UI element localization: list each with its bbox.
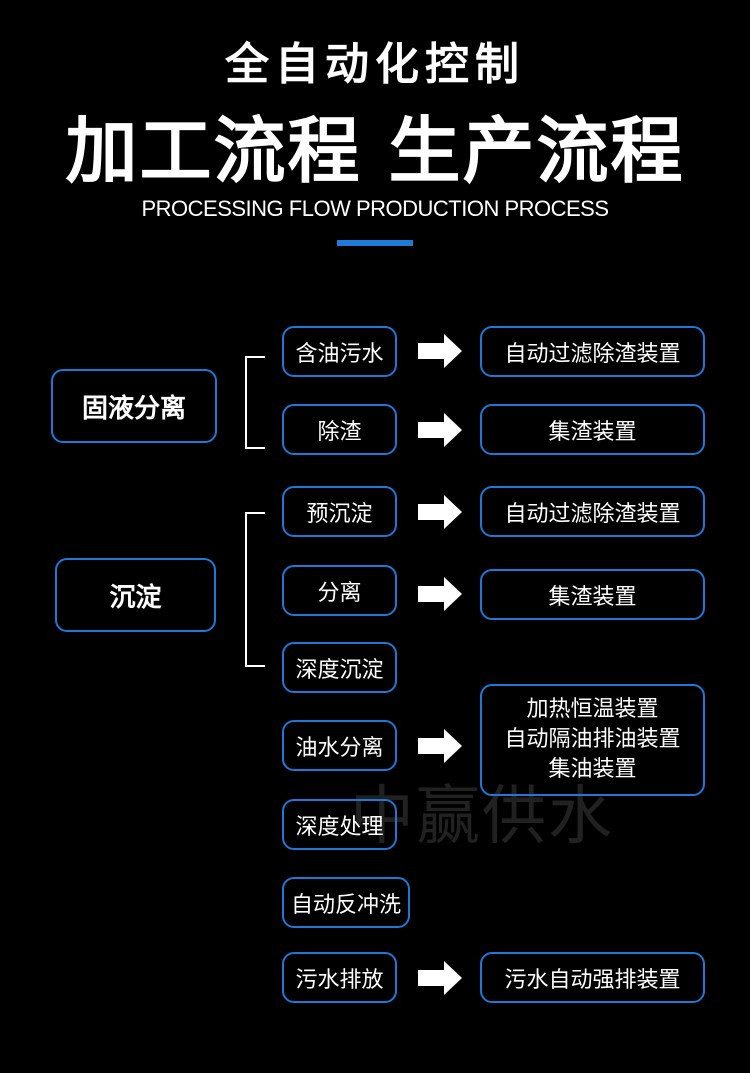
bracket-separation — [245, 356, 265, 449]
right-arrow-icon — [418, 334, 462, 368]
step-sewage-discharge: 污水排放 — [282, 952, 397, 1003]
device-oil-group: 加热恒温装置 自动隔油排油装置 集油装置 — [480, 684, 705, 796]
device-oil-collector: 集油装置 — [548, 757, 637, 782]
step-slag-removal: 除渣 — [282, 404, 397, 455]
right-arrow-icon — [418, 729, 462, 763]
step-deep-sedimentation: 深度沉淀 — [282, 642, 397, 693]
right-arrow-icon — [418, 413, 462, 447]
device-heating-thermostat: 加热恒温装置 — [526, 697, 659, 722]
accent-bar — [337, 240, 413, 246]
category-sedimentation: 沉淀 — [55, 558, 216, 632]
step-oil-water-separation: 油水分离 — [282, 720, 397, 771]
device-auto-filter-slag-removal: 自动过滤除渣装置 — [480, 326, 705, 377]
step-auto-backwash: 自动反冲洗 — [282, 877, 410, 928]
device-slag-collector: 集渣装置 — [480, 404, 705, 455]
main-title: 全自动化控制 — [225, 39, 525, 90]
step-pre-sedimentation: 预沉淀 — [282, 486, 397, 537]
subtitle: PROCESSING FLOW PRODUCTION PROCESS — [141, 196, 609, 221]
device-slag-collector: 集渣装置 — [480, 569, 705, 620]
step-separation: 分离 — [282, 565, 397, 616]
bracket-sedimentation — [245, 512, 265, 667]
device-forced-sewage-discharge: 污水自动强排装置 — [480, 952, 705, 1003]
device-auto-oil-skimmer: 自动隔油排油装置 — [504, 727, 681, 752]
headline: 加工流程 生产流程 — [65, 109, 685, 193]
right-arrow-icon — [418, 495, 462, 529]
step-oily-wastewater: 含油污水 — [282, 326, 397, 377]
step-deep-treatment: 深度处理 — [282, 799, 397, 850]
right-arrow-icon — [418, 961, 462, 995]
category-solid-liquid-separation: 固液分离 — [51, 369, 217, 443]
right-arrow-icon — [418, 577, 462, 611]
device-auto-filter-slag-removal: 自动过滤除渣装置 — [480, 486, 705, 537]
